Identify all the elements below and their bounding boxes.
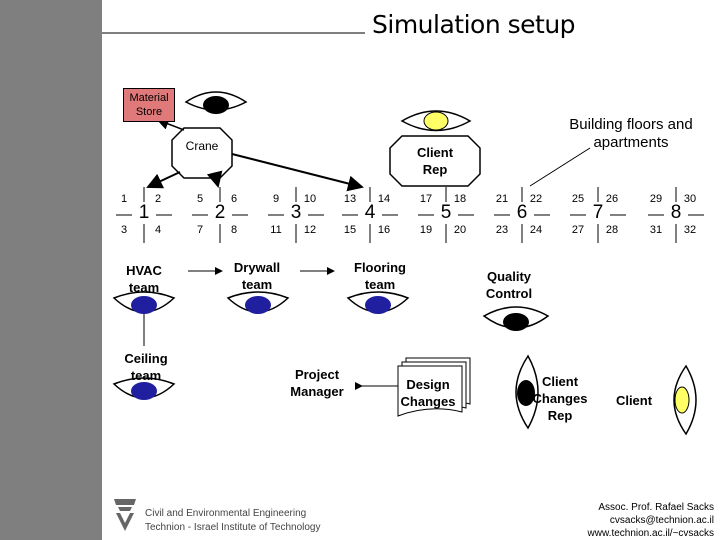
floor-number: 7 (586, 202, 610, 224)
quality-label: Quality Control (485, 269, 533, 301)
store-agent (184, 91, 248, 114)
crane-to-floor1-arrow (146, 171, 181, 189)
apartment-number: 4 (154, 224, 162, 236)
page-title: Simulation setup (372, 10, 576, 39)
design-changes-label: Design Changes (400, 377, 456, 409)
client-changes-rep-label: Client Changes Rep (532, 374, 588, 423)
hvac-label: HVAC team (126, 263, 162, 295)
title-rule (0, 32, 365, 34)
apartment-number: 7 (196, 224, 204, 236)
crane-to-floor4-arrow (231, 153, 364, 192)
apartment-number: 21 (495, 193, 509, 205)
floor-number: 3 (284, 202, 308, 224)
drywall-label: Drywall team (233, 260, 281, 292)
footer-contact: Assoc. Prof. Rafael Sacks cvsacks@techni… (588, 501, 714, 540)
apartment-number: 32 (683, 224, 697, 236)
floor-number: 1 (132, 202, 156, 224)
technion-logo-icon (114, 499, 136, 531)
apartment-number: 12 (303, 224, 317, 236)
pm-label: Project Manager (290, 367, 344, 399)
apartment-number: 24 (529, 224, 543, 236)
material-store-box: Material Store (123, 88, 175, 122)
apartment-number: 17 (419, 193, 433, 205)
apartment-number: 31 (649, 224, 663, 236)
hvac-agent (112, 291, 176, 314)
client-label: Client (615, 393, 653, 408)
crane-to-floor2-arrow (206, 170, 223, 188)
apartment-number: 27 (571, 224, 585, 236)
footer-author: Assoc. Prof. Rafael Sacks (598, 502, 714, 513)
footer-institute: Technion - Israel Institute of Technolog… (145, 522, 321, 533)
floor-number: 8 (664, 202, 688, 224)
floor-number: 6 (510, 202, 534, 224)
apartment-number: 5 (196, 193, 204, 205)
apartment-number: 9 (272, 193, 280, 205)
apartment-number: 11 (270, 224, 282, 236)
apartment-number: 10 (303, 193, 317, 205)
apartment-number: 23 (495, 224, 509, 236)
client-changes-agent (515, 354, 539, 430)
apartment-number: 22 (529, 193, 543, 205)
design-changes-doc (397, 357, 471, 417)
floor-number: 4 (358, 202, 382, 224)
quality-agent (482, 306, 550, 331)
client-rep-octagon (389, 135, 481, 187)
apartment-number: 14 (377, 193, 391, 205)
apartment-number: 20 (453, 224, 467, 236)
apartment-number: 16 (377, 224, 391, 236)
apartment-number: 8 (230, 224, 238, 236)
crane-label: Crane (185, 139, 219, 153)
apartment-number: 3 (120, 224, 128, 236)
apartment-number: 6 (230, 193, 238, 205)
apartment-number: 1 (120, 193, 128, 205)
floor-number: 5 (434, 202, 458, 224)
client-rep-agent (400, 110, 472, 132)
apartment-number: 28 (605, 224, 619, 236)
left-sidebar-band (0, 0, 102, 540)
apartment-number: 2 (154, 193, 162, 205)
footer-dept: Civil and Environmental Engineering (145, 508, 307, 519)
drywall-agent (226, 291, 290, 314)
footer-url: www.technion.ac.il/~cvsacks (587, 528, 714, 539)
footer-affiliation: Civil and Environmental Engineering Tech… (145, 507, 320, 535)
apartment-number: 15 (343, 224, 357, 236)
client-agent (673, 364, 697, 436)
apartment-number: 30 (683, 193, 697, 205)
apartment-number: 26 (605, 193, 619, 205)
flooring-agent (346, 291, 410, 314)
apartment-number: 19 (419, 224, 433, 236)
building-floors-label: Building floors and apartments (569, 116, 693, 151)
apartment-number: 25 (571, 193, 585, 205)
ceiling-label: Ceiling team (124, 351, 168, 383)
apartment-number: 18 (453, 193, 467, 205)
floor-number: 2 (208, 202, 232, 224)
apartment-number: 29 (649, 193, 663, 205)
floors-callout-line (529, 147, 591, 187)
ceiling-agent (112, 377, 176, 400)
client-rep-label: Client Rep (416, 145, 454, 177)
footer-email: cvsacks@technion.ac.il (609, 515, 714, 526)
flooring-label: Flooring team (354, 260, 406, 292)
apartment-number: 13 (343, 193, 357, 205)
